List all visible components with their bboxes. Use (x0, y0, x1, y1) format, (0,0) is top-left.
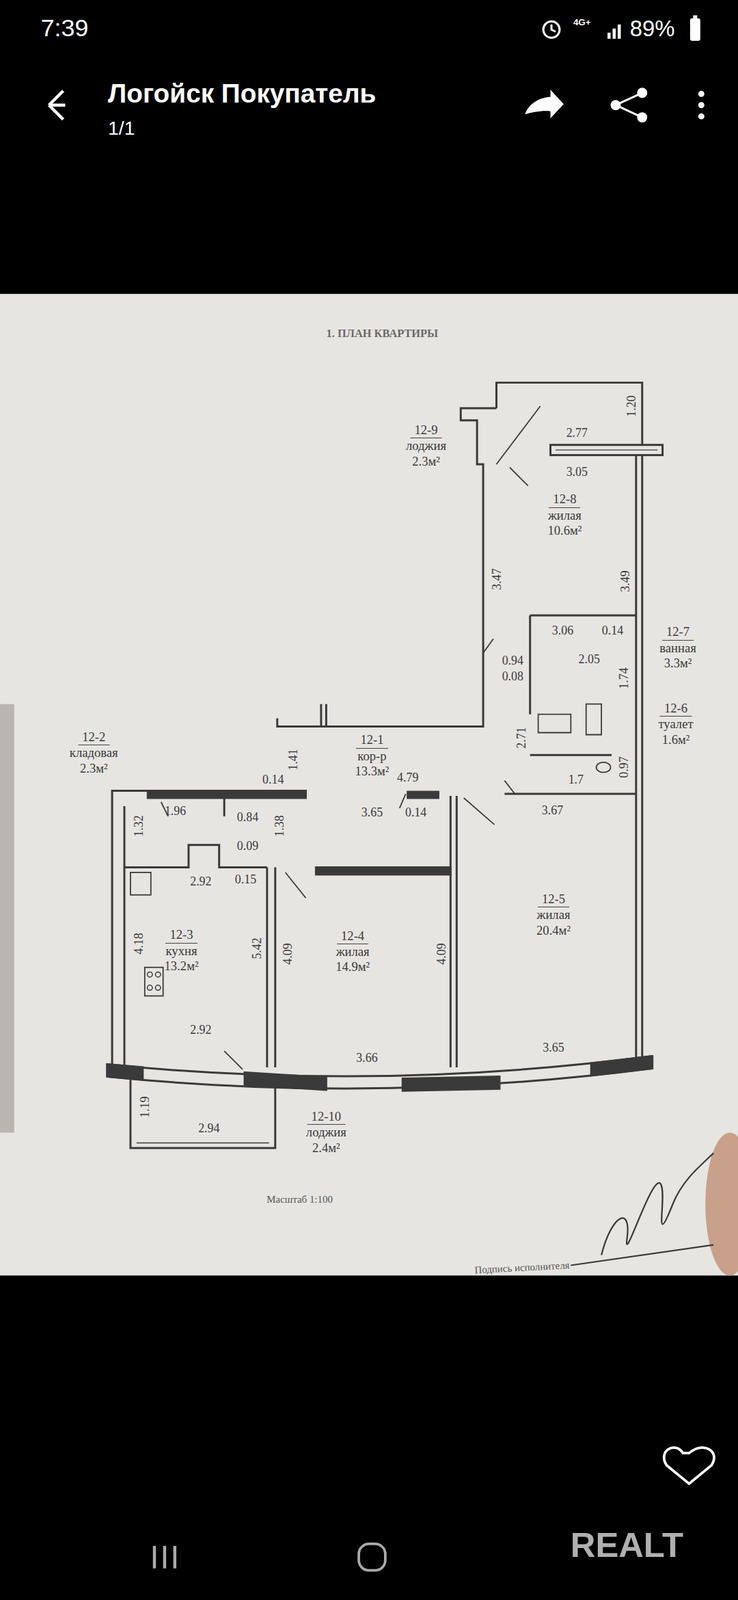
room-text: жилая (548, 507, 582, 523)
room-label: 12-4жилая14.9м² (335, 927, 370, 975)
dimension-label: 3.65 (361, 805, 383, 820)
dimension-label: 1.19 (138, 1095, 153, 1117)
dimension-label: 4.09 (281, 942, 296, 964)
dimension-label: 1. ПЛАН КВАРТИРЫ (326, 327, 439, 340)
dimension-label: 0.09 (237, 839, 259, 853)
dimension-label: 3.05 (566, 465, 588, 480)
room-text: кор-р (357, 748, 387, 764)
room-text: 14.9м² (335, 958, 370, 974)
dimension-label: 3.67 (541, 803, 564, 818)
room-text: 2.3м² (412, 453, 441, 469)
dimension-label: 1.74 (618, 666, 633, 689)
room-label: 12-3кухня13.2м² (164, 926, 199, 974)
dimension-label: 3.47 (490, 568, 505, 590)
room-label: 12-1кор-р13.3м² (354, 731, 389, 779)
dimension-label: 1.7 (568, 772, 584, 787)
room-text: 20.4м² (536, 922, 571, 938)
room-text: жилая (537, 906, 571, 922)
dimension-label: 5.42 (251, 937, 266, 959)
dimension-label: 3.65 (542, 1041, 564, 1056)
room-text: туалет (658, 716, 693, 732)
room-number: 12-4 (336, 927, 369, 944)
ui-text: 7:39 (41, 15, 89, 42)
room-number: 12-9 (410, 422, 442, 439)
dimension-label: 1.20 (625, 394, 639, 417)
room-label: 12-9лоджия2.3м² (405, 422, 447, 469)
room-number: 12-8 (548, 491, 581, 508)
dimension-label: 2.94 (198, 1121, 220, 1136)
room-number: 12-3 (165, 926, 197, 943)
dimension-label: 4.18 (133, 932, 147, 954)
dimension-label: 0.14 (602, 624, 624, 639)
dimension-label: 0.97 (618, 755, 633, 777)
room-label: 12-8жилая10.6м² (547, 491, 582, 538)
room-text: лоджия (405, 438, 447, 454)
dimension-label: 0.08 (502, 670, 524, 685)
room-text: жилая (336, 943, 370, 959)
dimension-label: 0.84 (237, 811, 259, 825)
room-text: кладовая (69, 744, 119, 760)
room-label: 12-7ванная3.3м² (659, 623, 697, 671)
room-text: 13.2м² (164, 958, 199, 974)
room-text: 1.6м² (662, 731, 691, 747)
dimension-label: 4.09 (435, 942, 450, 964)
ui-text: Логойск Покупатель (107, 79, 376, 109)
room-number: 12-5 (537, 891, 570, 907)
room-label: 12-5жилая20.4м² (536, 891, 571, 938)
dimension-label: 3.66 (356, 1051, 378, 1066)
dimension-label: 2.71 (515, 726, 529, 748)
dimension-label: 2.05 (578, 652, 600, 667)
dimension-label: 1.41 (287, 748, 301, 771)
room-text: лоджия (306, 1124, 347, 1140)
room-label: 12-10лоджия2.4м² (306, 1108, 347, 1155)
ui-text: 4G+ (573, 17, 592, 28)
room-text: 3.3м² (664, 655, 693, 671)
ui-text: 89% (630, 16, 676, 41)
room-number: 12-10 (307, 1108, 346, 1125)
dimension-label: 3.06 (552, 624, 574, 639)
dimension-label: 2.77 (566, 426, 588, 441)
room-text: 13.3м² (354, 763, 389, 779)
room-number: 12-2 (77, 729, 110, 745)
room-number: 12-6 (660, 700, 692, 717)
dimension-label: 1.96 (164, 804, 186, 819)
room-label: 12-2кладовая2.3м² (69, 729, 119, 776)
dimension-label: 2.92 (189, 1022, 212, 1037)
room-text: 10.6м² (547, 522, 582, 538)
dimension-label: 0.14 (405, 805, 427, 820)
room-text: 2.4м² (312, 1139, 341, 1155)
dimension-label: 0.94 (502, 653, 524, 668)
dimension-label: 0.15 (235, 873, 257, 887)
room-number: 12-1 (356, 731, 388, 748)
room-label: 12-6туалет1.6м² (658, 700, 693, 747)
dimension-label: Масштаб 1:100 (266, 1193, 333, 1205)
room-text: 2.3м² (79, 760, 108, 776)
dimension-label: 0.14 (262, 772, 284, 787)
room-number: 12-7 (662, 623, 694, 640)
room-text: ванная (659, 640, 697, 656)
ui-text: 1/1 (107, 117, 135, 139)
ui-text: REALT (570, 1525, 684, 1564)
dimension-label: 1.32 (133, 815, 147, 837)
dimension-label: 2.92 (189, 874, 212, 889)
dimension-label: 3.49 (619, 570, 633, 592)
dimension-label: 4.79 (397, 770, 419, 785)
dimension-label: 1.38 (273, 815, 287, 837)
room-text: кухня (166, 943, 198, 959)
